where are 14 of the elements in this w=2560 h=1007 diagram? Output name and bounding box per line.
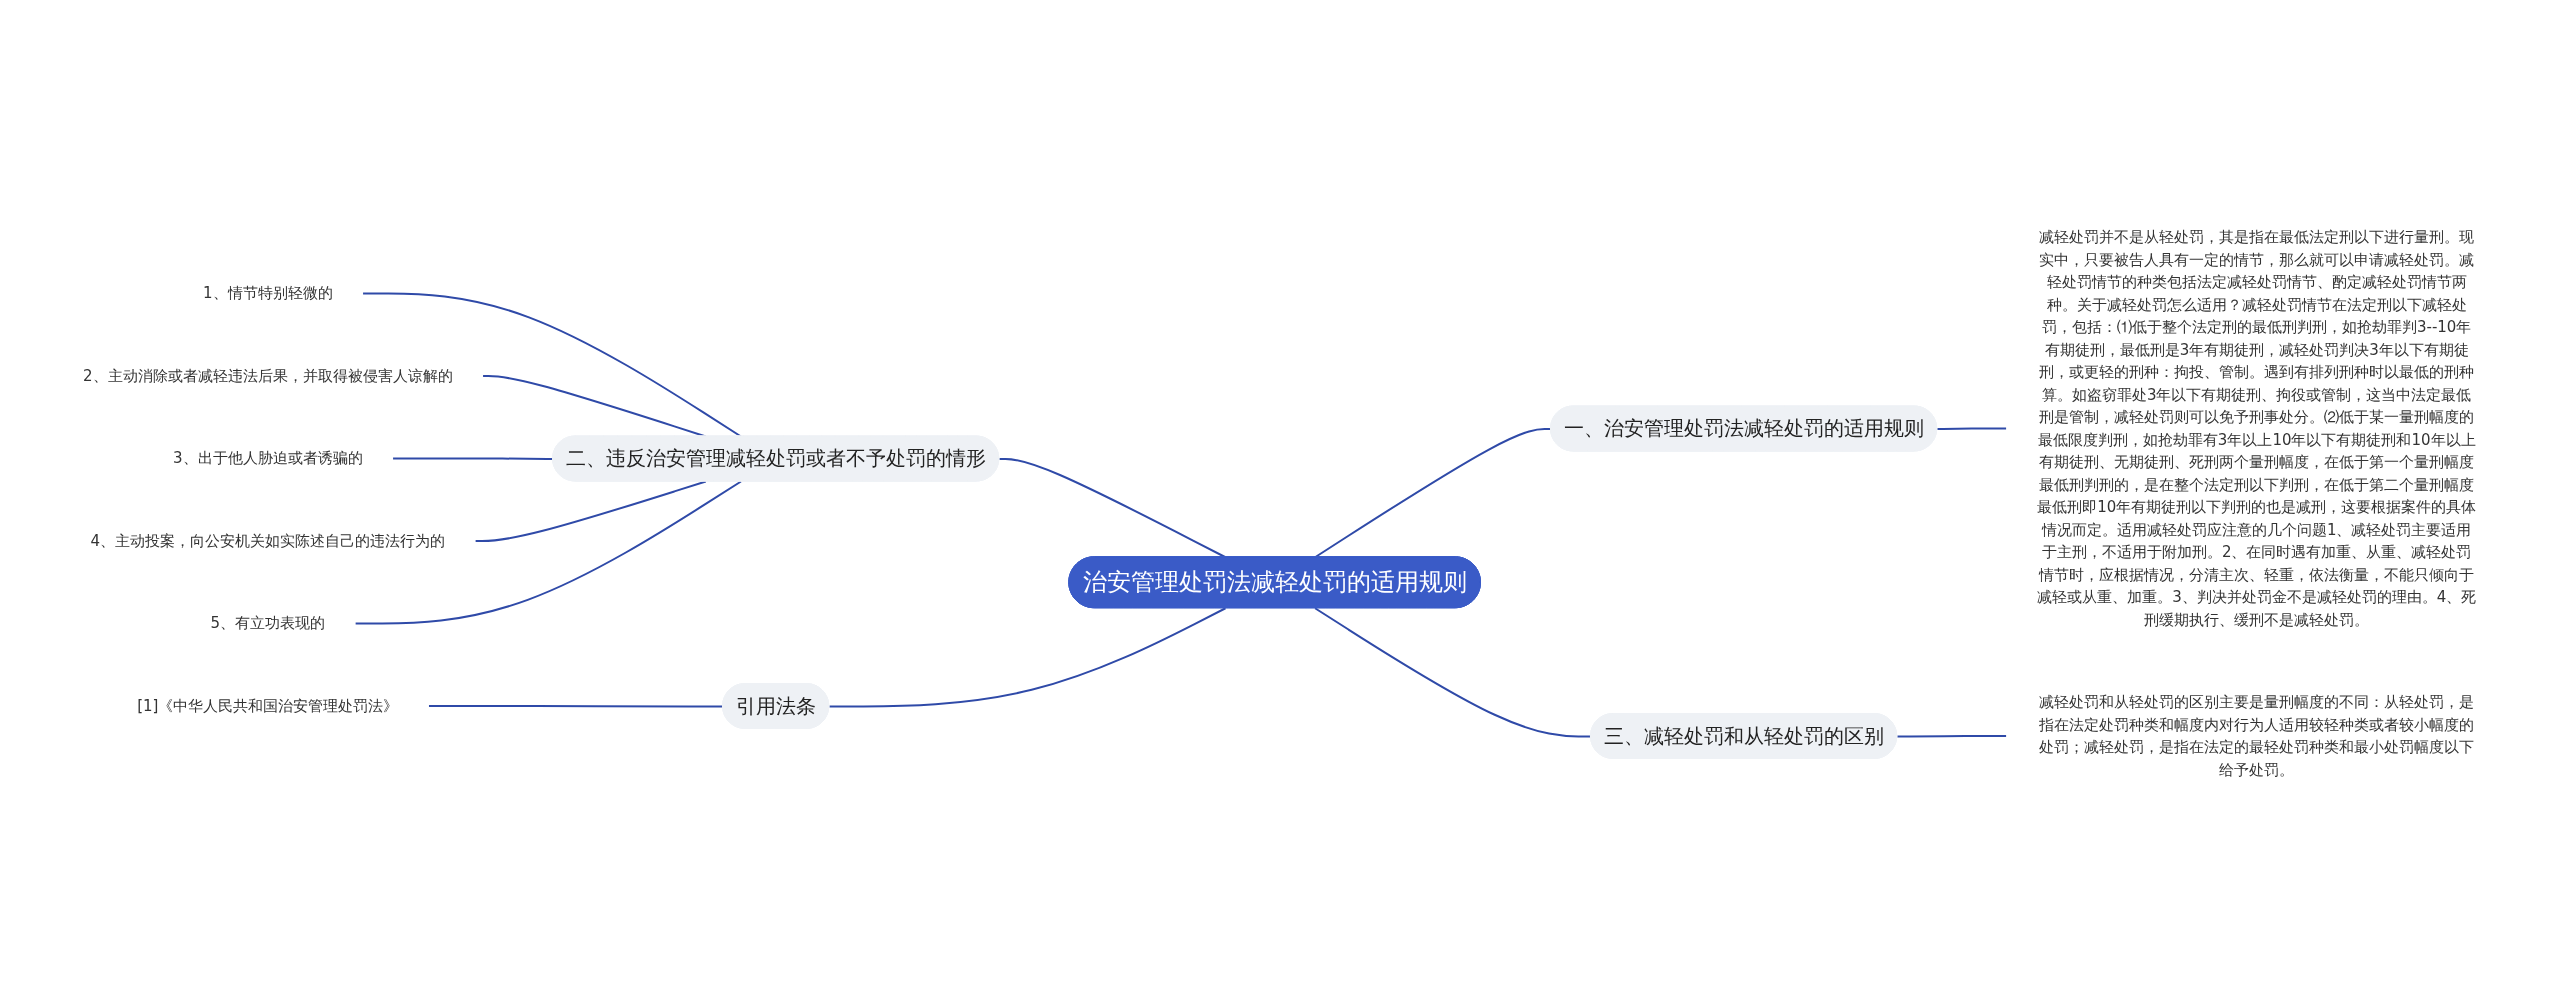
connector	[828, 607, 1227, 708]
node-text: 1、情节特别轻微的	[203, 284, 333, 303]
connector	[1896, 735, 2008, 738]
node-text: 减轻处罚并不是从轻处罚，其是指在最低法定刑以下进行量刑。现实中，只要被告人具有一定的情节，那么就可以申请减轻处罚。减轻处罚情节的种类包括法定减轻处罚情节、酌定减轻处罚情节两种。关于减轻处罚怎么适用？减轻处罚情节在法定刑以下减轻处罚，包括：⑴低于整个法定刑的最低刑判刑，如抢劫罪判3--10年有期徒刑，最低刑是3年有期徒刑，减轻处罚判决3年以下有期徒刑，或更轻的刑种：拘投、管制。遇到有排列刑种时以最低的刑种算。如盗窃罪处3年以下有期徒刑、拘役或管制，这当中法定最低刑是管制，减轻处罚则可以免予刑事处分。⑵低于某一量刑幅度的最低限度判刑，如抢劫罪有3年以上10年以下有期徒刑和10年以上有期徒刑、无期徒刑、死刑两个量刑幅度，在低于第一个量刑幅度最低刑判刑的，是在整个法定刑以下判刑，在低于第二个量刑幅度最低刑即10年有期徒刑以下判刑的也是减刑，这要根据案件的具体情况而定。适用减轻处罚应注意的几个问题1、减轻处罚主要适用于主刑，不适用于附加刑。2、在同时遇有加重、从重、减轻处罚情节时，应根据情况，分清主次、轻重，依法衡量，不能只倾向于减轻或从重、加重。3、判决并处罚金不是减轻处罚的理由。4、死刑缓期执行、缓刑不是减轻处罚。	[2037, 228, 2477, 629]
node-text: 2、主动消除或者减轻违法后果，并取得被侵害人谅解的	[83, 366, 453, 385]
node-text: 4、主动投案，向公安机关如实陈述自己的违法行为的	[90, 531, 446, 550]
connector	[391, 457, 555, 460]
connector	[474, 480, 707, 542]
node-text: 3、出于他人胁迫或者诱骗的	[173, 449, 363, 468]
connector	[354, 480, 743, 625]
node-text: 减轻处罚和从轻处罚的区别主要是量刑幅度的不同：从轻处罚，是指在法定处罚种类和幅度内对行为人适用较轻种类或者较小幅度的处罚；减轻处罚，是指在法定的最轻处罚种类和最小处罚幅度以下给予处罚。	[2039, 692, 2475, 779]
node-text: [1]《中华人民共和国治安管理处罚法》	[137, 696, 399, 715]
node-text: 5、有立功表现的	[210, 614, 326, 633]
connector	[1936, 427, 2008, 430]
